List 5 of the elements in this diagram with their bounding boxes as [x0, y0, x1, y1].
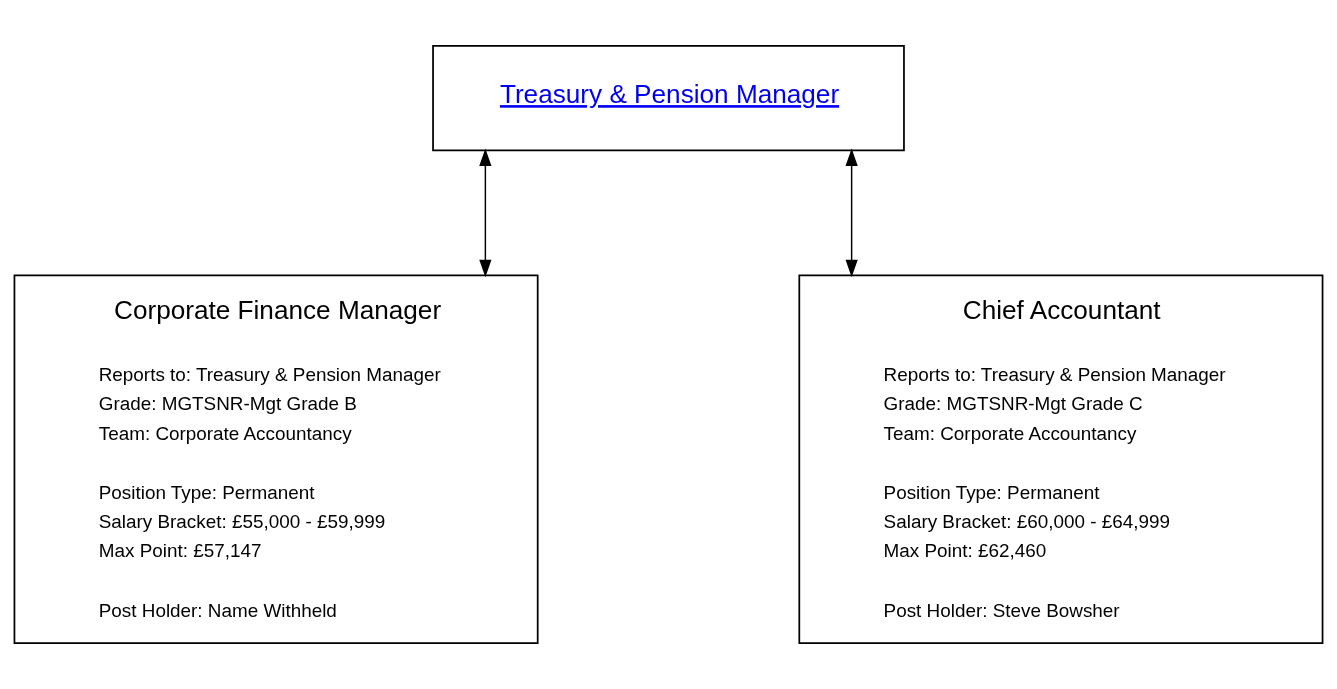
node-box: Corporate Finance Manager Reports to: Treasury & Pension Manager Grade: MGTSNR-Mgt Grade B Team: Corporate Accountancy Position Type: Permanent Salary Bracket: £55,000 - £59,999 Max Point: £57,147 Post Holder: Name Withheld — [13, 274, 539, 645]
node-box: Chief Accountant Reports to: Treasury & Pension Manager Grade: MGTSNR-Mgt Grade C Team: Corporate Accountancy Position Type: Permanent Salary Bracket: £60,000 - £64,999 Max Point: £62,460 Post Holder: Steve Bowsher — [798, 274, 1324, 645]
arrow — [845, 148, 858, 278]
node-box: Treasury & Pension Manager — [432, 44, 905, 152]
arrow — [479, 148, 492, 278]
